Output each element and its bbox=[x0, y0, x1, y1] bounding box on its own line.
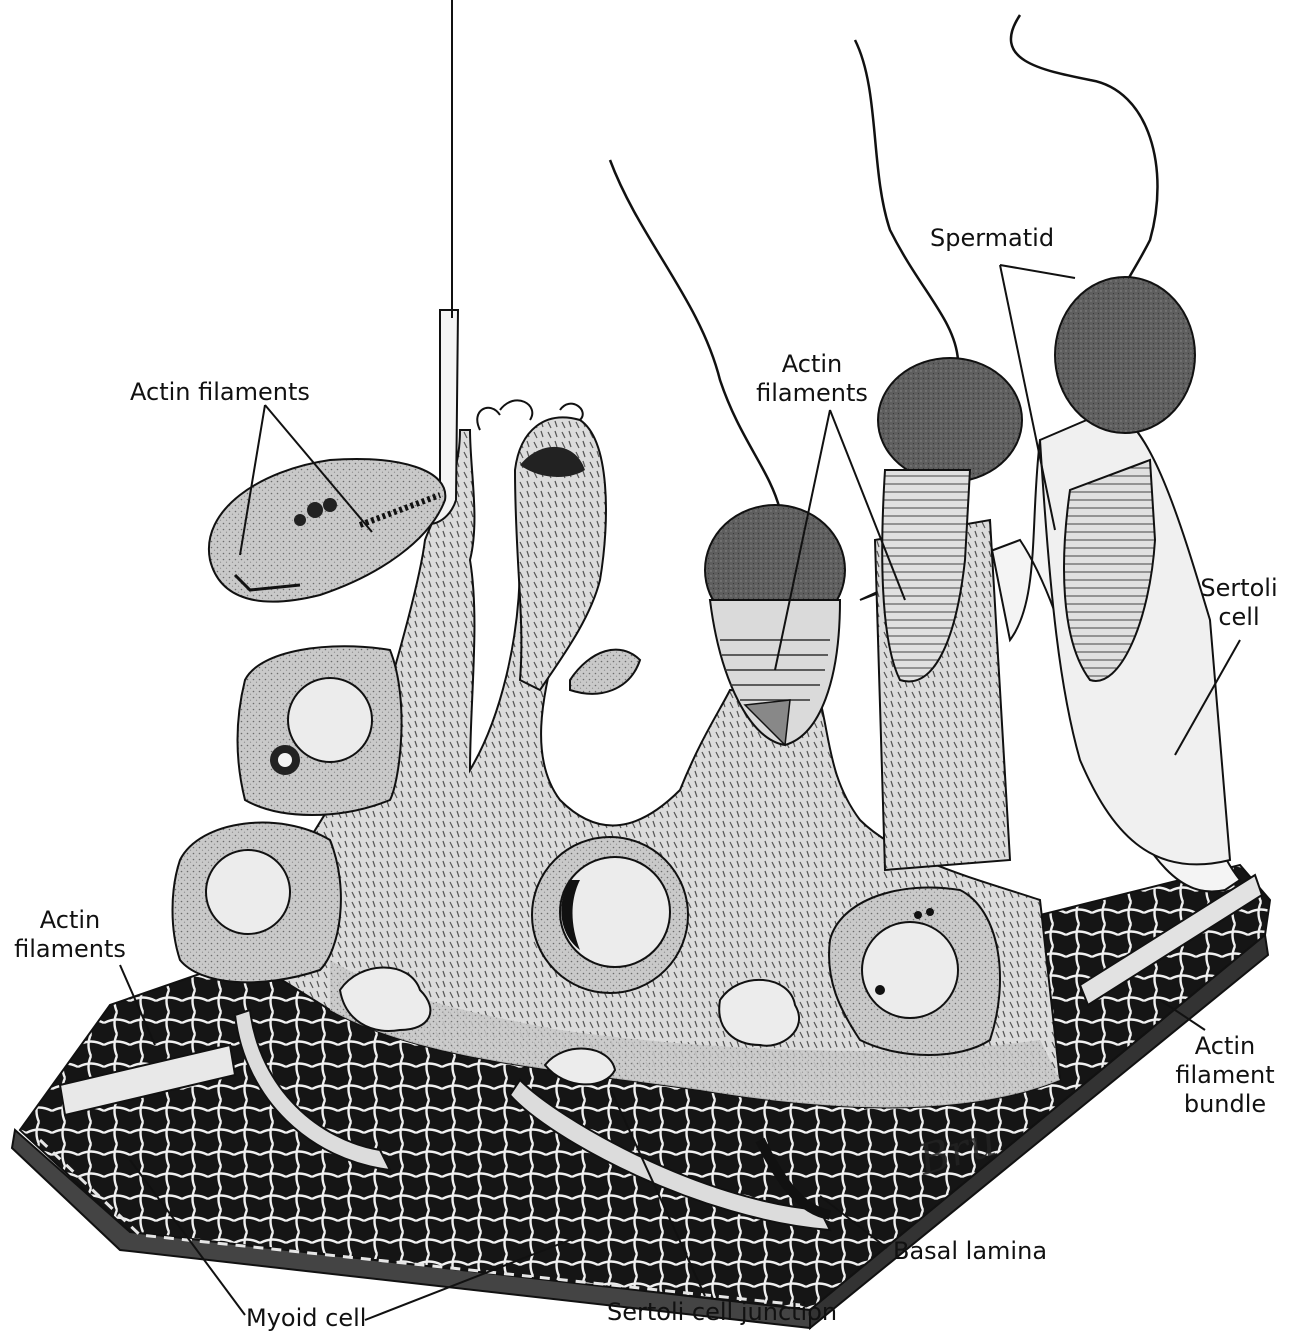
label-actin-filaments-left: Actin filaments bbox=[8, 906, 132, 964]
label-actin-filament-bundle: Actin filament bundle bbox=[1172, 1032, 1278, 1119]
spermatid-left bbox=[209, 0, 452, 602]
label-actin-filaments-top-left: Actin filaments bbox=[130, 378, 310, 407]
label-spermatid: Spermatid bbox=[930, 224, 1054, 253]
spermatid-middle bbox=[610, 160, 845, 745]
label-basal-lamina: Basal lamina bbox=[893, 1237, 1047, 1266]
leader-spermatid-a bbox=[1000, 265, 1075, 278]
label-myoid-cell: Myoid cell bbox=[246, 1304, 366, 1333]
label-sertoli-cell-junction: Sertoli cell junction bbox=[607, 1298, 837, 1327]
label-sertoli-cell: Sertoli cell bbox=[1196, 574, 1282, 632]
label-actin-filaments-middle: Actin filaments bbox=[752, 350, 872, 408]
